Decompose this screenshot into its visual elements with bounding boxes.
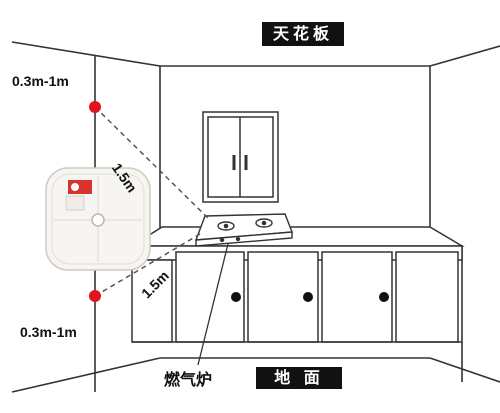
bottom-gap-label: 0.3m-1m [20,324,77,340]
distance-lines [94,106,211,297]
ceiling-label: 天花板 [262,22,344,46]
lower-mount-marker [89,290,101,302]
upper-mount-marker [89,101,101,113]
gas-detector-icon [45,167,151,271]
wall-cabinet [202,111,279,203]
cabinet-knobs [231,292,389,302]
stove-leader-line [197,243,229,366]
top-gap-label: 0.3m-1m [12,73,69,89]
mount-markers [89,101,101,302]
stove-label: 燃气炉 [164,370,213,389]
floor-label: 地 面 [256,367,342,389]
gas-stove [194,213,293,247]
kitchen-counter [129,226,465,343]
